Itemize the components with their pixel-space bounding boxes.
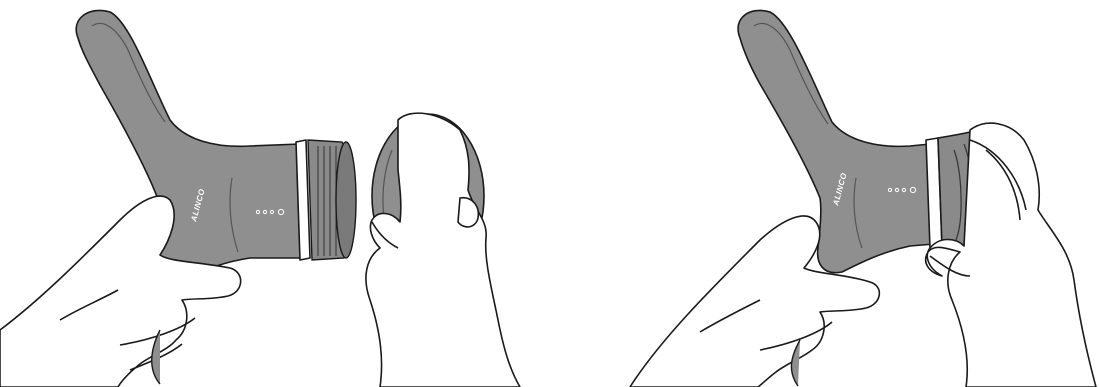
threaded-connector	[308, 140, 356, 260]
illustration-step-attached: ALINCO	[550, 0, 1099, 387]
illustration-step-detached: ALINCO	[0, 0, 550, 387]
